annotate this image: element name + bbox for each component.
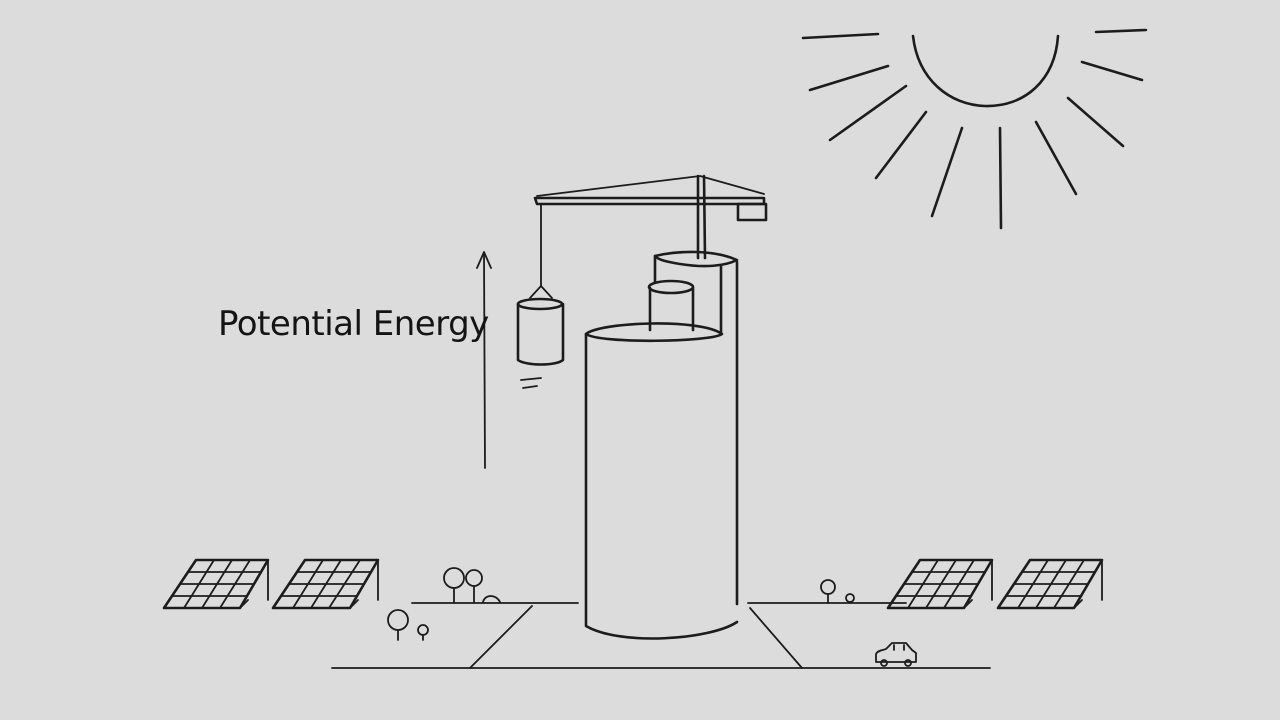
tower-crane-icon [529, 174, 768, 299]
up-arrow-icon [476, 251, 492, 469]
potential-energy-label: Potential Energy [218, 304, 489, 344]
sun-icon [801, 28, 1148, 230]
tree-icon [443, 567, 501, 604]
solar-panel-icon [996, 558, 1104, 610]
solar-panel-icon [271, 558, 380, 610]
ground-lines [331, 602, 991, 669]
tree-icon [820, 579, 855, 604]
weight-block-icon [516, 297, 565, 389]
storage-tower-icon [584, 250, 739, 640]
car-icon [875, 642, 917, 667]
solar-panel-icon [886, 558, 994, 610]
solar-panel-icon [162, 558, 270, 610]
tree-icon [387, 609, 429, 641]
